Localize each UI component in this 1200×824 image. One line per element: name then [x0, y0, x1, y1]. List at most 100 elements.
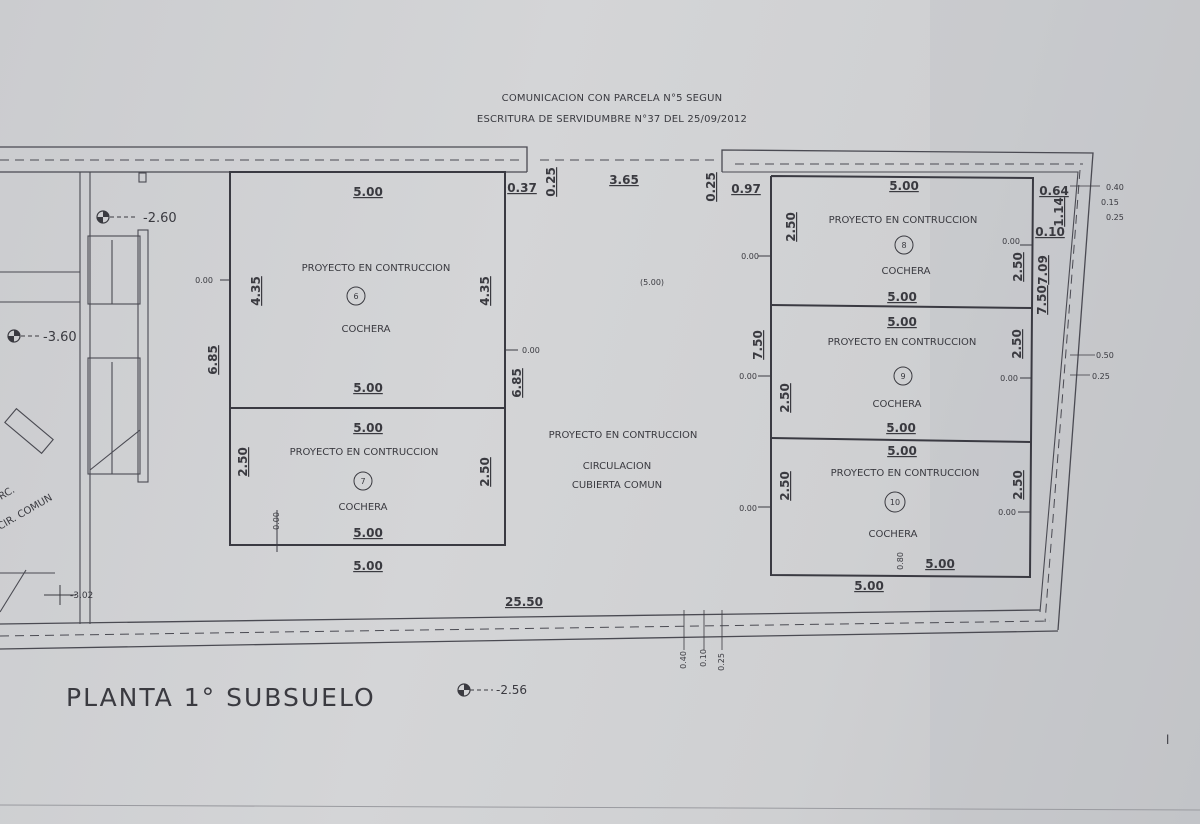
- garage-8-number-circle: [894, 235, 914, 255]
- paper-edge-line: [0, 804, 1200, 811]
- svg-text:4.35: 4.35: [249, 276, 263, 306]
- svg-text:4.35: 4.35: [478, 276, 492, 306]
- svg-text:5.00: 5.00: [353, 381, 383, 395]
- left-group-height-inner: 6.85: [510, 368, 524, 398]
- svg-text:0.25: 0.25: [1092, 372, 1110, 381]
- svg-text:0.25: 0.25: [717, 653, 726, 671]
- svg-text:5.00: 5.00: [353, 526, 383, 540]
- dim-top-left-vertical: 0.25: [544, 167, 558, 197]
- svg-text:5.00: 5.00: [925, 557, 955, 571]
- svg-text:5.00: 5.00: [886, 421, 916, 435]
- dim-top-right-vertical: 0.25: [704, 172, 718, 202]
- garage-7[interactable]: 5.00 PROYECTO EN CONTRUCCION 7 COCHERA 5…: [236, 421, 492, 573]
- svg-text:5.00: 5.00: [887, 315, 917, 329]
- garage-9-project: PROYECTO EN CONTRUCCION: [828, 337, 977, 348]
- garage-9-number: 9: [900, 372, 905, 381]
- level-marker-top: -2.60: [96, 210, 177, 226]
- right-group-width-b: 7.50: [1035, 285, 1049, 315]
- right-group-width-a: 7.50: [751, 330, 765, 360]
- svg-text:5.00: 5.00: [854, 579, 884, 593]
- svg-text:5.00: 5.00: [353, 559, 383, 573]
- garage-9-type: COCHERA: [872, 399, 921, 410]
- svg-text:0.15: 0.15: [1101, 198, 1119, 207]
- svg-text:0.00: 0.00: [195, 276, 213, 285]
- svg-text:2.50: 2.50: [778, 383, 792, 413]
- circulation-project: PROYECTO EN CONTRUCCION: [549, 430, 698, 441]
- plan-title: PLANTA 1° SUBSUELO: [66, 683, 376, 712]
- left-group-height: 6.85: [206, 345, 220, 375]
- garage-10-number: 10: [890, 498, 900, 507]
- garage-9[interactable]: 5.00 PROYECTO EN CONTRUCCION 9 COCHERA 5…: [739, 315, 1024, 435]
- left-circ-label-a: RC.: [0, 485, 17, 503]
- svg-text:-2.56: -2.56: [496, 683, 527, 697]
- svg-text:2.50: 2.50: [1011, 470, 1025, 500]
- right-small-a: 0.64: [1039, 184, 1069, 198]
- garage-6[interactable]: 5.00 PROYECTO EN CONTRUCCION 6 COCHERA 5…: [195, 185, 492, 395]
- circulation-name-1: CIRCULACION: [583, 461, 651, 472]
- garage-8-project: PROYECTO EN CONTRUCCION: [829, 215, 978, 226]
- title-level-marker: -2.56: [457, 683, 527, 697]
- garage-10-project: PROYECTO EN CONTRUCCION: [831, 468, 980, 479]
- center-note: (5.00): [640, 278, 664, 287]
- svg-text:2.50: 2.50: [478, 457, 492, 487]
- dim-top-center: 3.65: [609, 173, 639, 187]
- garage-7-number: 7: [360, 477, 365, 486]
- svg-text:2.50: 2.50: [1011, 252, 1025, 282]
- garage-6-number: 6: [353, 292, 358, 301]
- svg-text:5.00: 5.00: [889, 179, 919, 193]
- right-edge-dims-top: 0.40 0.15 0.25: [1070, 183, 1124, 222]
- garage-8-type: COCHERA: [881, 266, 930, 277]
- right-small-c: 0.10: [1035, 225, 1065, 239]
- svg-text:-2.60: -2.60: [143, 211, 177, 226]
- corner-mark: l: [1166, 733, 1169, 747]
- garage-10-number-circle: [884, 491, 906, 513]
- right-small-b: 1.14: [1052, 197, 1066, 227]
- garage-7-project: PROYECTO EN CONTRUCCION: [290, 447, 439, 458]
- right-group-height: 7.09: [1036, 255, 1050, 285]
- bottom-boundary-wall: [0, 609, 1059, 650]
- svg-text:0.00: 0.00: [272, 512, 281, 530]
- garage-8[interactable]: 5.00 PROYECTO EN CONTRUCCION 8 COCHERA 5…: [741, 179, 1025, 304]
- garage-6-type: COCHERA: [341, 324, 390, 335]
- svg-text:0.40: 0.40: [679, 651, 688, 669]
- svg-text:0.80: 0.80: [896, 552, 905, 570]
- left-stair-area: [0, 172, 149, 624]
- garage-7-number-circle: [353, 471, 373, 491]
- svg-text:0.40: 0.40: [1106, 183, 1124, 192]
- svg-text:0.25: 0.25: [1106, 213, 1124, 222]
- svg-text:0.50: 0.50: [1096, 351, 1114, 360]
- svg-text:2.50: 2.50: [784, 212, 798, 242]
- garage-8-number: 8: [901, 241, 906, 250]
- garage-9-number-circle: [893, 366, 913, 386]
- svg-text:0.00: 0.00: [739, 504, 757, 513]
- level-marker-bottom: -3.02: [44, 585, 93, 605]
- svg-text:5.00: 5.00: [353, 185, 383, 199]
- header-line-2: ESCRITURA DE SERVIDUMBRE N°37 DEL 25/09/…: [477, 114, 747, 125]
- svg-text:-3.60: -3.60: [43, 330, 77, 345]
- right-edge-dims-mid: 0.50 0.25: [1070, 351, 1114, 381]
- garage-7-type: COCHERA: [338, 502, 387, 513]
- total-width: 25.50: [505, 595, 543, 609]
- svg-text:0.10: 0.10: [699, 649, 708, 667]
- garage-6-number-circle: [346, 286, 366, 306]
- svg-text:0.00: 0.00: [739, 372, 757, 381]
- svg-text:2.50: 2.50: [1010, 329, 1024, 359]
- svg-text:5.00: 5.00: [887, 444, 917, 458]
- garage-6-project: PROYECTO EN CONTRUCCION: [302, 263, 451, 274]
- level-marker-mid: -3.60: [7, 329, 77, 345]
- center-level: 0.00: [522, 346, 540, 355]
- left-garage-block: [220, 171, 518, 552]
- bottom-small-dims: 0.40 0.10 0.25: [679, 610, 726, 671]
- svg-text:2.50: 2.50: [236, 447, 250, 477]
- svg-text:5.00: 5.00: [353, 421, 383, 435]
- svg-text:0.00: 0.00: [998, 508, 1016, 517]
- header-line-1: COMUNICACION CON PARCELA N°5 SEGUN: [502, 93, 723, 104]
- svg-text:-3.02: -3.02: [70, 591, 93, 601]
- svg-text:0.00: 0.00: [1000, 374, 1018, 383]
- garage-10[interactable]: 5.00 PROYECTO EN CONTRUCCION 10 COCHERA …: [739, 444, 1025, 593]
- dim-top-left-gap: 0.37: [507, 181, 537, 195]
- svg-text:2.50: 2.50: [778, 471, 792, 501]
- svg-text:5.00: 5.00: [887, 290, 917, 304]
- svg-text:0.00: 0.00: [741, 252, 759, 261]
